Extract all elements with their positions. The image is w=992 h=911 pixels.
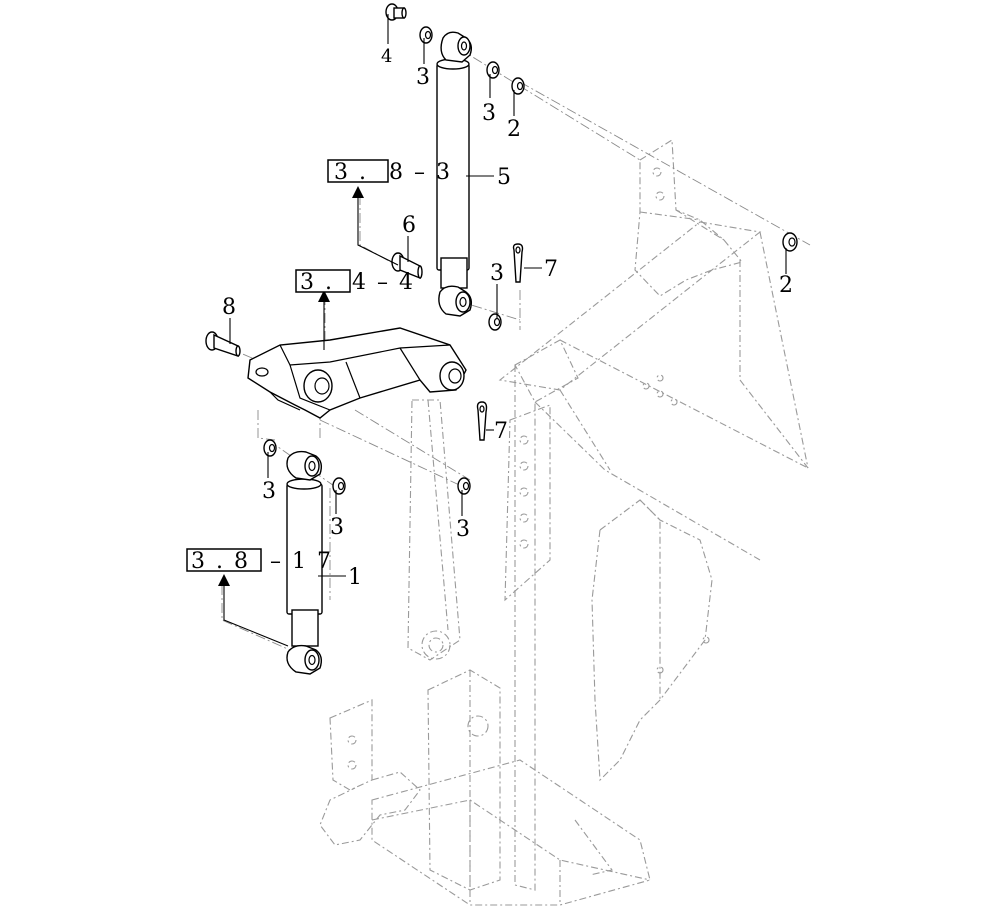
washer-lower-left [263, 439, 277, 457]
upper-shock-rod [440, 257, 468, 289]
reference-c-box [186, 548, 262, 572]
reference-a-box-text: 3 . [334, 160, 368, 185]
rocker-arm-bracket [247, 327, 467, 419]
callout-5: 5 [497, 165, 511, 190]
callout-2-b: 2 [779, 273, 793, 298]
upper-mount-hardware [385, 3, 798, 252]
washer-top-right-1 [486, 61, 500, 79]
reference-c: 3 . 8 – 1 7 [186, 548, 333, 574]
reference-b-box [295, 269, 351, 293]
callout-2-a: 2 [507, 117, 521, 142]
callout-7-b: 7 [494, 419, 508, 444]
callout-3-c: 3 [490, 261, 504, 286]
split-pin-upper [512, 243, 524, 283]
washer-top-left [419, 26, 433, 44]
reference-b: 3 . 4 – 4 [295, 269, 415, 295]
upper-shock-absorber [436, 31, 473, 317]
reference-a-box [327, 159, 389, 183]
callout-3-f: 3 [456, 517, 470, 542]
callout-3-e: 3 [330, 515, 344, 540]
reference-a: 3 . 8 – 3 [327, 159, 452, 185]
callout-3-b: 3 [482, 101, 496, 126]
callout-7-a: 7 [544, 257, 558, 282]
callout-6: 6 [402, 213, 416, 238]
callout-labels: 4 3 3 2 5 6 3 7 2 8 7 3 3 3 1 [222, 46, 793, 590]
bolt-6 [391, 252, 423, 280]
lower-shock-rod [291, 609, 319, 647]
callout-3-d: 3 [262, 479, 276, 504]
leader-lines [218, 14, 787, 647]
nut-top-right [511, 77, 525, 95]
split-pin-lower [476, 401, 488, 441]
callout-3-a: 3 [416, 65, 430, 90]
bolt-top [385, 3, 407, 21]
callout-8: 8 [222, 295, 236, 320]
ghost-frame [319, 139, 809, 906]
lower-shock-absorber [286, 450, 323, 675]
reference-b-box-text: 3 . [300, 270, 334, 295]
reference-c-box-text: 3 . 8 [191, 549, 250, 574]
reference-b-suffix: 4 – 4 [352, 270, 415, 295]
callout-1: 1 [348, 565, 362, 590]
bolt-8 [205, 331, 241, 357]
reference-c-suffix: – 1 7 [270, 549, 333, 574]
washer-lower-right [332, 477, 346, 495]
callout-4-top: 4 [381, 46, 392, 67]
washer-lower-far [457, 477, 471, 495]
nut-far-right [782, 232, 798, 252]
reference-a-suffix: 8 – 3 [389, 160, 452, 185]
washer-upper-lower [488, 313, 502, 331]
